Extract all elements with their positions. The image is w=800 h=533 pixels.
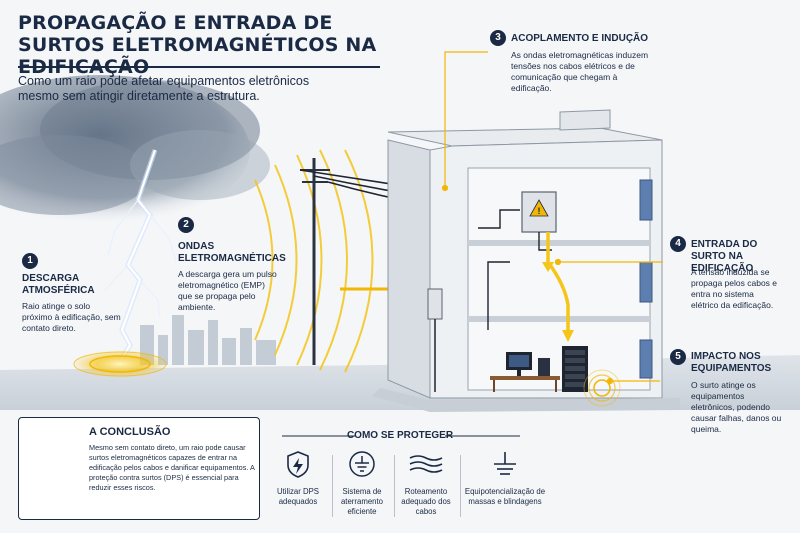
protection-item-grounding: Sistema de aterramento eficiente xyxy=(332,450,392,517)
protection-item-routing: Roteamento adequado dos cabos xyxy=(394,450,458,517)
step-1-title: DESCARGA ATMOSFÉRICA xyxy=(22,273,95,296)
lightning-bolt xyxy=(104,149,177,364)
step-2-title: ONDAS ELETROMAGNÉTICAS xyxy=(178,241,286,264)
dps-shield-icon xyxy=(287,451,309,478)
step-2-text: A descarga gera um pulso eletromagnético… xyxy=(178,269,277,312)
leader-lines xyxy=(441,51,663,385)
step-3-title: ACOPLAMENTO E INDUÇÃO xyxy=(511,33,649,44)
page-subtitle: Como um raio pode afetar equipamentos el… xyxy=(18,74,310,103)
step-3-number: 3 xyxy=(490,30,506,46)
equipment xyxy=(490,346,621,407)
protection-label-routing: Roteamento adequado dos cabos xyxy=(401,487,451,516)
protection-divider xyxy=(460,455,461,517)
utility-pole xyxy=(300,158,330,365)
meter-box xyxy=(427,288,443,392)
protection-item-dps: Utilizar DPS adequados xyxy=(268,450,328,507)
step-2-number: 2 xyxy=(178,217,194,233)
step-3-text: As ondas eletromagnéticas induzem tensõe… xyxy=(511,50,649,93)
strike-ring xyxy=(89,355,151,373)
conclusion-title: A CONCLUSÃO xyxy=(89,426,171,438)
storm-cloud xyxy=(0,75,270,225)
city-skyline xyxy=(140,315,276,365)
protection-item-equipotential: Equipotencialização de massas e blindage… xyxy=(462,450,548,507)
distribution-panel: ! xyxy=(521,191,557,233)
cable-routing-icon xyxy=(409,455,443,473)
step-5-title: IMPACTO NOS EQUIPAMENTOS xyxy=(691,351,772,374)
protection-label-dps: Utilizar DPS adequados xyxy=(276,487,320,506)
protection-title: COMO SE PROTEGER xyxy=(346,430,454,441)
step-4-number: 4 xyxy=(670,236,686,252)
step-1-number: 1 xyxy=(22,253,38,269)
em-waves xyxy=(254,149,374,373)
equipotential-icon xyxy=(494,452,516,475)
grounding-icon xyxy=(349,451,375,477)
step-4-text: A tensão induzida se propaga pelos cabos… xyxy=(691,267,778,310)
step-4-title: ENTRADA DO SURTO NA EDIFICAÇÃO xyxy=(691,239,758,274)
title-divider xyxy=(18,66,380,68)
conclusion-text: Mesmo sem contato direto, um raio pode c… xyxy=(89,443,255,492)
conclusion-box: A CONCLUSÃO Mesmo sem contato direto, um… xyxy=(18,417,260,520)
svg-text:!: ! xyxy=(538,206,541,216)
protection-divider xyxy=(332,455,333,517)
page-title: PROPAGAÇÃO E ENTRADA DE SURTOS ELETROMAG… xyxy=(18,12,377,78)
step-5-text: O surto atinge os equipamentos eletrônic… xyxy=(691,380,782,434)
protection-divider xyxy=(394,455,395,517)
strike-glow xyxy=(72,350,168,378)
step-1-text: Raio atinge o solo próximo à edificação,… xyxy=(22,301,121,333)
surge-path xyxy=(542,232,574,342)
protection-label-equipotential: Equipotencialização de massas e blindage… xyxy=(464,487,546,506)
step-5-number: 5 xyxy=(670,349,686,365)
protection-label-grounding: Sistema de aterramento eficiente xyxy=(340,487,384,516)
